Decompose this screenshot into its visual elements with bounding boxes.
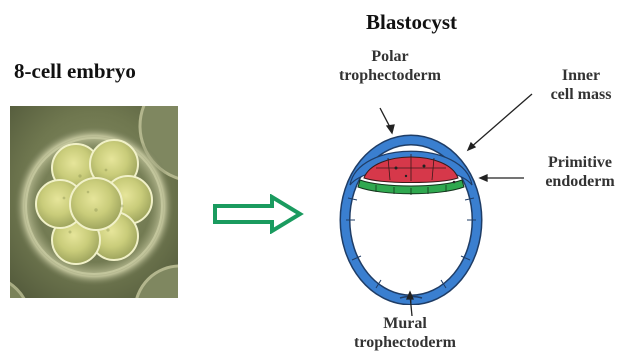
- mural-label-line2: trophectoderm: [333, 333, 477, 352]
- blastocyst-diagram: [336, 120, 486, 305]
- icm-label-line1: Inner: [526, 66, 636, 85]
- polar-label-line1: Polar: [327, 47, 453, 66]
- prim-label-line2: endoderm: [524, 172, 636, 191]
- polar-trophectoderm-label: Polar trophectoderm: [327, 47, 453, 85]
- icm-label-line2: cell mass: [526, 85, 636, 104]
- blastocyst-title: Blastocyst: [366, 10, 457, 35]
- inner-cell-mass-label: Inner cell mass: [526, 66, 636, 104]
- mural-label-line1: Mural: [333, 314, 477, 333]
- primitive-endoderm-label: Primitive endoderm: [524, 153, 636, 191]
- polar-label-line2: trophectoderm: [327, 66, 453, 85]
- embryo-title: 8-cell embryo: [14, 59, 136, 84]
- mural-trophectoderm-label: Mural trophectoderm: [333, 314, 477, 352]
- embryo-photo: [10, 106, 178, 298]
- transition-arrow-icon: [212, 194, 304, 234]
- prim-label-line1: Primitive: [524, 153, 636, 172]
